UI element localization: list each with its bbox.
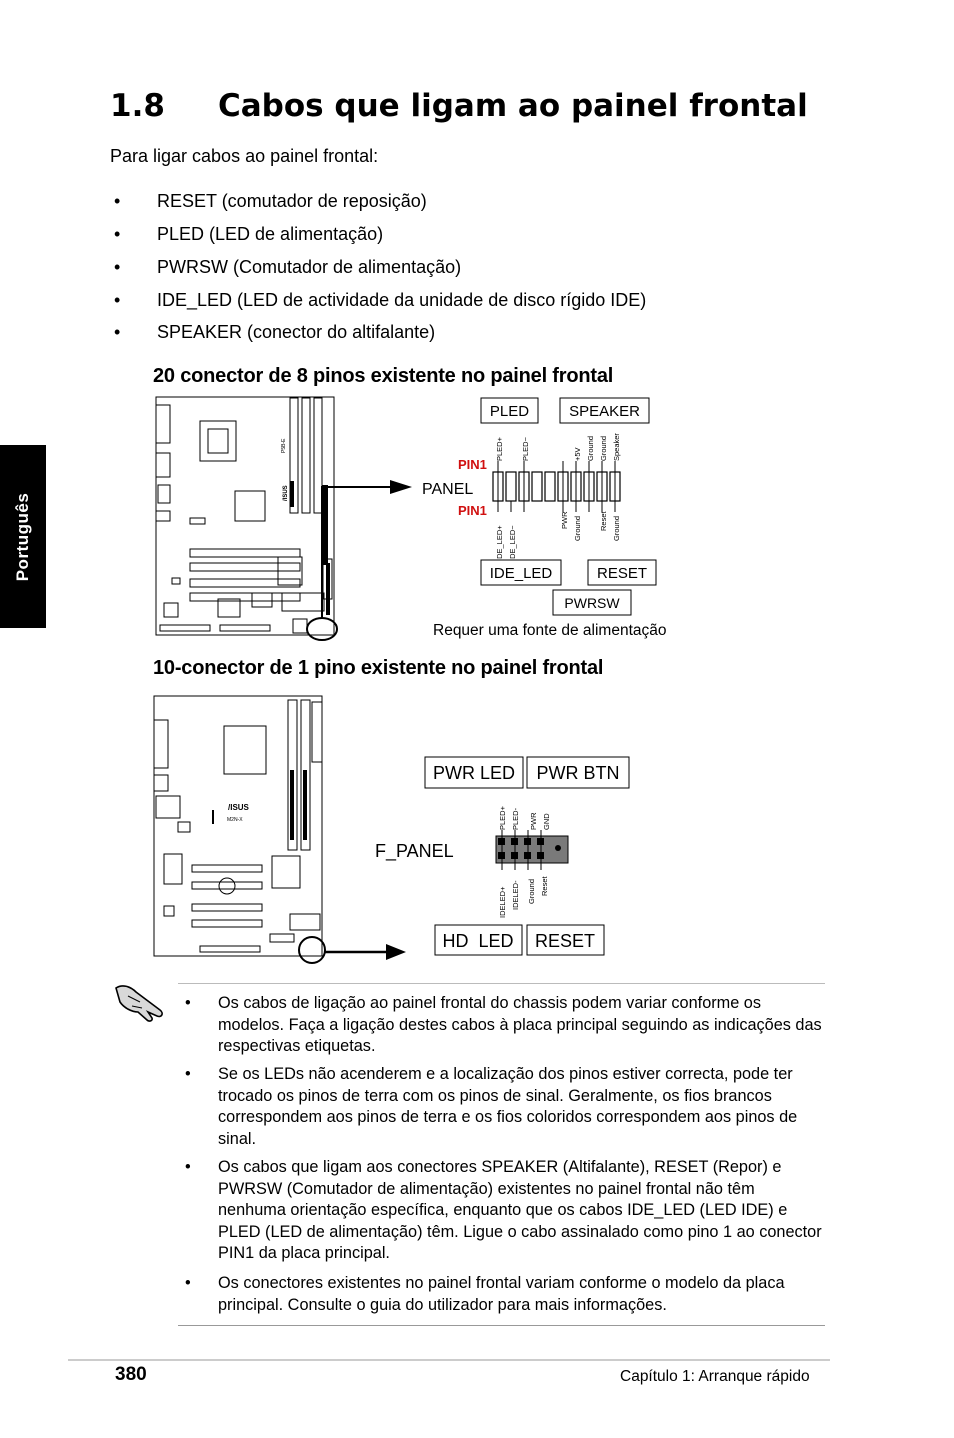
board2-label: M2N-X [227, 817, 243, 823]
board1-callout-line [321, 486, 397, 618]
language-tab-label: Português [13, 492, 32, 581]
panel-leads [497, 461, 616, 512]
board2-brand: /ISUS [228, 803, 250, 812]
board2-callout-arrow [386, 944, 406, 960]
box-pwr-led: PWR LED [433, 763, 515, 783]
note-item: •Se os LEDs não acenderem e a localizaçã… [185, 1065, 798, 1148]
panel-header [492, 471, 621, 502]
board1-brand: /ISUS [283, 485, 289, 501]
box-speaker: SPEAKER [569, 403, 640, 420]
top-pin-labels: PLED+ PLED− +5V Ground Ground Speaker [495, 433, 621, 461]
note-item: •Os conectores existentes no painel fron… [185, 1274, 785, 1314]
bullet-item: •PWRSW (Comutador de alimentação) [114, 257, 462, 277]
box-ide-led: IDE_LED [490, 565, 553, 582]
motherboard1-outline [155, 396, 335, 636]
pin-label: Reset [540, 875, 549, 896]
box-reset2: RESET [535, 931, 595, 951]
pin-label: PWR [529, 812, 538, 830]
bullet-item: •SPEAKER (conector do altifalante) [114, 322, 436, 342]
board2-panel-highlight [298, 936, 326, 964]
bullet-item: •IDE_LED (LED de actividade da unidade d… [114, 290, 647, 310]
pin-labels-box-pwr-led: PWR LED [424, 756, 524, 789]
diagram2-figure: /ISUS M2N-X PWR LED PWR BTN PLED+ PLED- … [153, 695, 630, 964]
board1-label: P5B-E [281, 438, 287, 453]
intro-text: Para ligar cabos ao painel frontal: [110, 146, 379, 166]
pin-label: Ground [586, 436, 595, 461]
pin-label: IDELED- [511, 880, 520, 910]
pin-label: Reset [599, 510, 608, 531]
bullet-item: •PLED (LED de alimentação) [114, 224, 384, 244]
f-panel-header [495, 830, 569, 870]
bottom-pin-labels: IDE_LED+ IDE_LED− PWR Ground Reset Groun… [495, 510, 621, 561]
diagram1-caption: Requer uma fonte de alimentação ATX [433, 622, 670, 639]
diagram1-figure: P5B-E /ISUS PLED SPEAKER PIN1 PANEL PIN1 [155, 396, 670, 641]
header2-label: F_PANEL [375, 841, 454, 862]
section-title: 1.8 Cabos que ligam ao painel frontal [110, 88, 808, 124]
pin-label: GND [542, 813, 551, 830]
diagram2-heading: 10-conector de 1 pino existente no paine… [153, 657, 604, 679]
section-title-text: Cabos que ligam ao painel frontal [218, 88, 808, 124]
pin-labels-box-hd-led: HD LED [434, 924, 523, 956]
section-number: 1.8 [110, 88, 165, 124]
pin-label: IDELED+ [498, 886, 507, 918]
f-panel-bottom-labels: IDELED+ IDELED- Ground Reset [498, 875, 549, 918]
motherboard2-outline [153, 695, 323, 957]
pin-labels-box-ide-led: IDE_LED [480, 559, 562, 586]
pin-labels-box-reset2: RESET [526, 924, 605, 956]
box-pwr-btn: PWR BTN [537, 763, 620, 783]
pin-label: Ground [573, 516, 582, 541]
diagram1-heading: 20 conector de 8 pinos existente no pain… [153, 365, 614, 387]
pin-labels-box-speaker: SPEAKER [559, 397, 650, 424]
note-item: •Os cabos que ligam aos conectores SPEAK… [185, 1158, 822, 1262]
pin-label: PLED+ [495, 436, 504, 461]
pin1-bottom: PIN1 [458, 503, 487, 518]
pin-label: PLED- [511, 807, 520, 830]
box-pwrsw: PWRSW [564, 595, 620, 611]
box-pled: PLED [490, 403, 529, 420]
pin-label: IDE_LED− [508, 525, 517, 561]
pin-label: PLED+ [498, 805, 507, 830]
page-number: 380 [115, 1364, 147, 1385]
pin-label: Ground [527, 879, 536, 904]
pin-label: Speaker [612, 433, 621, 461]
bullet-item: •RESET (comutador de reposição) [114, 191, 427, 211]
footer-rule [68, 1359, 830, 1361]
pin-labels-box-reset: RESET [587, 559, 657, 586]
box-hd-led: HD LED [442, 931, 513, 951]
pin-label: Ground [599, 436, 608, 461]
pin-label: Ground [612, 516, 621, 541]
f-panel-top-labels: PLED+ PLED- PWR GND [498, 805, 551, 830]
note-rule-bottom [178, 1325, 825, 1326]
box-reset: RESET [597, 565, 647, 582]
pin-label: IDE_LED+ [495, 525, 504, 561]
pin-labels-box-pled: PLED [480, 397, 539, 424]
header1-label: PANEL [422, 481, 473, 498]
board1-panel-highlight [306, 617, 338, 641]
note-item: •Os cabos de ligação ao painel frontal d… [185, 994, 822, 1055]
pin-labels-box-pwrsw: PWRSW [552, 589, 632, 616]
board1-callout-arrow [390, 480, 412, 494]
chapter-title: Capítulo 1: Arranque rápido [620, 1368, 810, 1385]
language-tab: Português [0, 445, 46, 628]
pin-label: PLED− [521, 436, 530, 461]
hand-pointing-icon [115, 985, 163, 1022]
note-rule-top [178, 983, 825, 984]
pin1-top: PIN1 [458, 457, 487, 472]
pin-label: +5V [573, 447, 582, 461]
pin-labels-box-pwr-btn: PWR BTN [526, 756, 630, 789]
pin-label: PWR [560, 511, 569, 529]
